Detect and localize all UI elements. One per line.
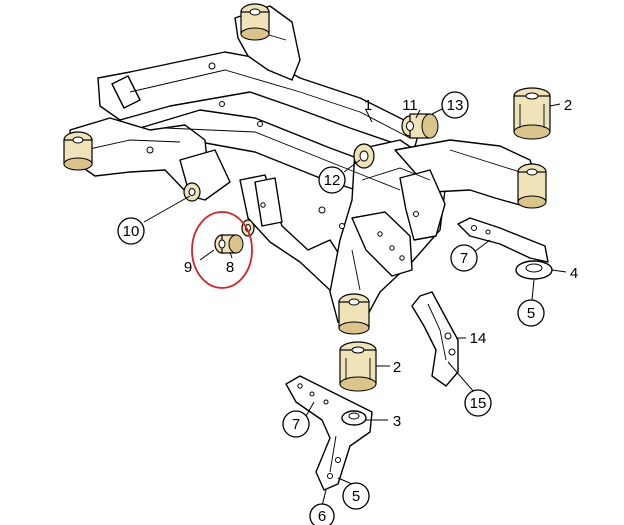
callout-4: 4 [570, 265, 578, 282]
callout-8: 8 [226, 259, 234, 276]
callout-15: 15 [464, 389, 492, 417]
callout-2-lower: 2 [393, 359, 401, 376]
callout-7-lower: 7 [282, 410, 310, 438]
callout-label: 7 [292, 416, 300, 433]
callout-label: 12 [324, 172, 341, 189]
callout-label: 14 [470, 330, 487, 347]
callout-3: 3 [393, 413, 401, 430]
callout-label: 15 [470, 395, 487, 412]
callout-label: 10 [123, 223, 140, 240]
callout-label: 9 [184, 259, 192, 276]
callout-13: 13 [441, 91, 469, 119]
callout-10: 10 [117, 217, 145, 245]
callout-label: 1 [364, 97, 372, 114]
callout-9: 9 [184, 259, 192, 276]
callout-12: 12 [318, 166, 346, 194]
callout-label: 4 [570, 265, 578, 282]
red-highlight-circle [191, 211, 253, 289]
callout-5-lower: 5 [342, 482, 370, 510]
bushing-8-9 [214, 219, 255, 254]
callout-14: 14 [470, 330, 487, 347]
callout-label: 5 [352, 488, 360, 505]
callout-7-right: 7 [450, 244, 478, 272]
rubber-mount-lower [339, 341, 377, 392]
callout-label: 11 [402, 97, 418, 114]
callout-label: 5 [527, 305, 535, 322]
leader-lines [143, 103, 567, 507]
callout-5-right: 5 [517, 299, 545, 327]
callout-label: 2 [393, 359, 401, 376]
plate-lower [285, 375, 373, 491]
callout-label: 3 [393, 413, 401, 430]
subframe-bushings [63, 3, 547, 335]
callout-label: 6 [318, 508, 326, 525]
callout-11: 11 [402, 97, 418, 114]
rubber-mount-top-right [513, 87, 551, 140]
plate-right [457, 217, 553, 280]
callout-1: 1 [364, 97, 372, 114]
callout-label: 2 [564, 97, 572, 114]
callout-label: 7 [460, 250, 468, 267]
callout-label: 13 [447, 97, 464, 114]
callout-label: 8 [226, 259, 234, 276]
bushing-11-13 [401, 113, 439, 139]
bracket-14 [411, 291, 459, 387]
rear-subframe [69, 5, 541, 323]
callout-6: 6 [309, 503, 335, 525]
callout-2-top: 2 [564, 97, 572, 114]
